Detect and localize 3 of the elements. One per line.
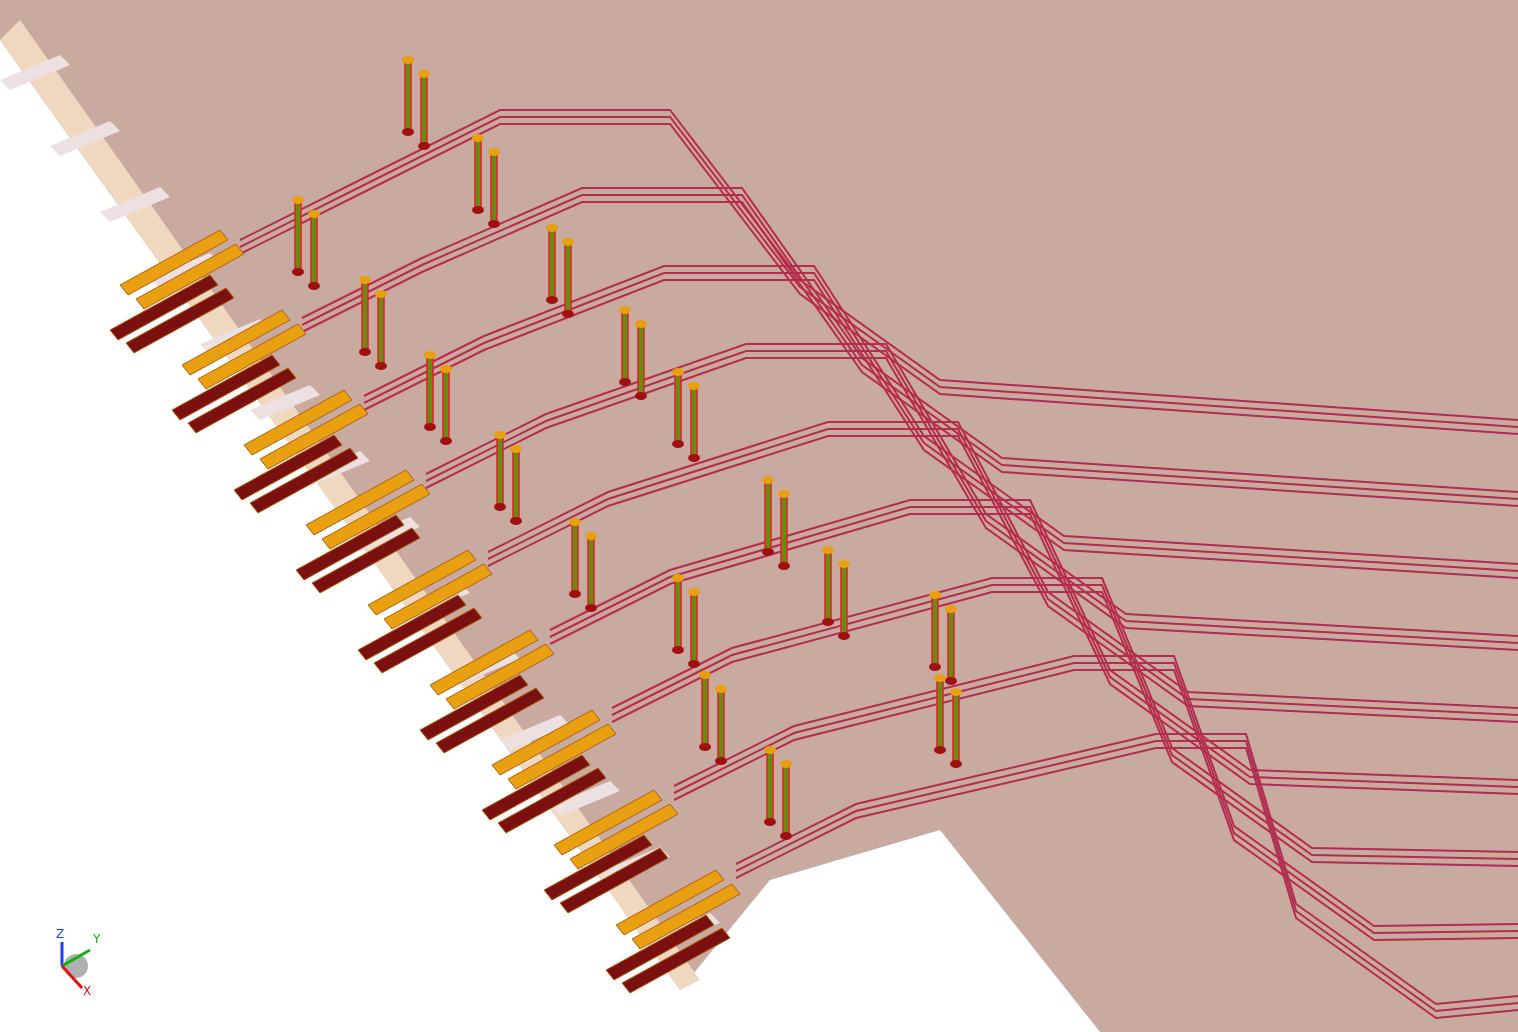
axis-label: Y [93, 933, 101, 945]
axis-label: X [83, 985, 92, 997]
axis-label: Z [56, 928, 65, 940]
